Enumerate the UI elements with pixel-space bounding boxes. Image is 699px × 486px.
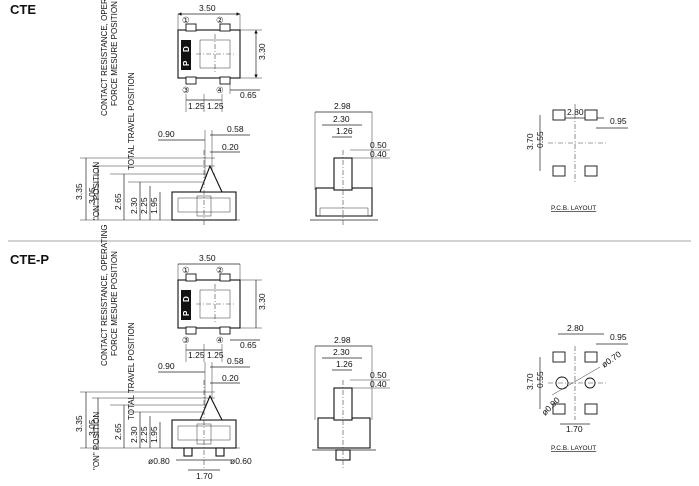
pcb-width-dim: 2.80	[567, 107, 584, 117]
dim-1-95: 1.95	[149, 197, 159, 214]
dim-1-26: 1.26	[336, 359, 353, 369]
dim-3-35: 3.35	[74, 415, 84, 432]
pcb-caption: P.C.B. LAYOUT	[551, 205, 596, 212]
pitch-b-dim: 1.25	[207, 350, 224, 360]
boss-dia-1: ø0.80	[148, 456, 170, 466]
pcb-offset-dim: 0.55	[535, 371, 545, 388]
total-travel-label: TOTAL TRAVEL POSITION	[127, 72, 136, 170]
pitch-b-dim: 1.25	[207, 101, 224, 111]
dim-0-90: 0.90	[158, 129, 175, 139]
pcb-pad-dim: 0.95	[610, 332, 627, 342]
section-cte-p: CTE-P "ON" POSITION CONTACT RESISTANCE, …	[10, 224, 628, 481]
dim-2-65: 2.65	[113, 193, 123, 210]
top-view: 3.50 ① ② ③ ④ D P 3.30 0.65	[177, 3, 267, 112]
contact-resistance-label: CONTACT RESISTANCE, OPERATING	[100, 0, 109, 116]
dim-0-40: 0.40	[370, 379, 387, 389]
dim-2-25: 2.25	[139, 426, 149, 443]
top-view: 3.50 ① ② ③ ④ D P 3.30 0.65 1.25	[177, 253, 267, 362]
dim-0-58: 0.58	[227, 356, 244, 366]
dim-0-50: 0.50	[370, 370, 387, 380]
pin-2-label: ②	[216, 265, 224, 275]
section-title: CTE	[10, 2, 36, 17]
pcb-pad-dim: 0.95	[610, 116, 627, 126]
dim-0-20: 0.20	[222, 373, 239, 383]
top-width-dim: 3.50	[199, 253, 216, 263]
pcb-height-dim: 3.70	[525, 373, 535, 390]
dim-0-58: 0.58	[227, 124, 244, 134]
pin-1-label: ①	[182, 265, 190, 275]
pitch-a-dim: 1.25	[188, 350, 205, 360]
pin-2-label: ②	[216, 15, 224, 25]
pcb-bottom-dim: 1.70	[566, 424, 583, 434]
pcb-offset-dim: 0.55	[535, 131, 545, 148]
dim-2-98: 2.98	[334, 335, 351, 345]
dim-3-05: 3.05	[87, 419, 97, 436]
top-height-dim: 3.30	[257, 293, 267, 310]
dim-2-30: 2.30	[333, 114, 350, 124]
pcb-layout: 2.80 0.95 3.70 0.55 P.C.B. LAYOUT	[525, 104, 628, 212]
pin-3-label: ③	[182, 85, 190, 95]
pcb-caption: P.C.B. LAYOUT	[551, 445, 596, 452]
side-view: 0.90 0.58 0.20 3.35 3.05 2.65 2.30 2.25 …	[74, 124, 250, 226]
pin-3-label: ③	[182, 335, 190, 345]
dim-2-65: 2.65	[113, 423, 123, 440]
mark-d: D	[182, 296, 191, 302]
pin-4-label: ④	[216, 85, 224, 95]
pin-offset-dim: 0.65	[240, 90, 257, 100]
switch-body-side	[171, 191, 237, 221]
mark-p: P	[182, 310, 191, 316]
dim-2-98: 2.98	[334, 101, 351, 111]
side-view: 0.90 0.58 0.20 3.35 3.05 2.65 2.30 2.25 …	[74, 356, 252, 481]
section-cte: CTE "ON" POSITION CONTACT RESISTANCE, OP…	[10, 0, 628, 226]
force-measure-label: FORCE MESURE POSITION	[110, 1, 119, 106]
top-height-dim: 3.30	[257, 43, 267, 60]
dim-1-26: 1.26	[336, 126, 353, 136]
pcb-layout: 2.80 0.95 3.70 0.55 ø0.70 ø0.90 1.70 P.C…	[525, 323, 628, 452]
section-title: CTE-P	[10, 252, 49, 267]
pcb-height-dim: 3.70	[525, 133, 535, 150]
mark-p: P	[182, 60, 191, 66]
front-view: 2.98 2.30 1.26 0.50 0.40	[312, 335, 390, 470]
dim-0-20: 0.20	[222, 142, 239, 152]
on-position-label: "ON" POSITION	[92, 412, 101, 470]
top-width-dim: 3.50	[199, 3, 216, 13]
force-measure-label: FORCE MESURE POSITION	[110, 251, 119, 356]
dim-1-95: 1.95	[149, 426, 159, 443]
switch-body-front	[315, 187, 373, 217]
pitch-a-dim: 1.25	[188, 101, 205, 111]
pin-offset-dim: 0.65	[240, 340, 257, 350]
contact-resistance-label: CONTACT RESISTANCE, OPERATING	[100, 224, 109, 366]
pcb-hole-dia-1: ø0.70	[599, 349, 623, 370]
dim-2-30: 2.30	[333, 347, 350, 357]
dim-0-50: 0.50	[370, 140, 387, 150]
pin-4-label: ④	[216, 335, 224, 345]
on-position-label: "ON" POSITION	[92, 162, 101, 220]
pcb-width-dim: 2.80	[567, 323, 584, 333]
total-travel-label: TOTAL TRAVEL POSITION	[127, 322, 136, 420]
front-view: 2.98 2.30 1.26 0.50 0.40	[310, 101, 390, 226]
dim-3-35: 3.35	[74, 183, 84, 200]
boss-dia-2: ø0.60	[230, 456, 252, 466]
switch-body-front	[317, 417, 371, 449]
dim-3-05: 3.05	[87, 187, 97, 204]
dim-2-30: 2.30	[129, 197, 139, 214]
boss-pitch: 1.70	[196, 471, 213, 481]
pin-1-label: ①	[182, 15, 190, 25]
dim-2-25: 2.25	[139, 197, 149, 214]
dim-2-30: 2.30	[129, 426, 139, 443]
dim-0-40: 0.40	[370, 149, 387, 159]
dim-0-90: 0.90	[158, 361, 175, 371]
mark-d: D	[182, 46, 191, 52]
